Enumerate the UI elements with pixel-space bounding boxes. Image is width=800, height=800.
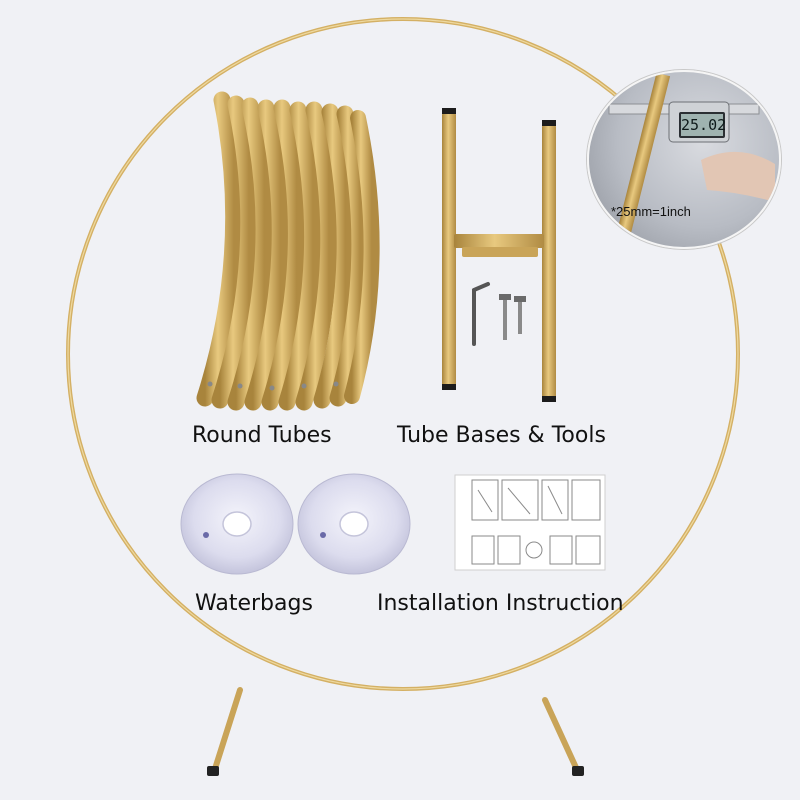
measurement-note: *25mm=1inch — [611, 204, 691, 219]
arch-leg-left — [211, 687, 243, 775]
waterbag — [180, 473, 294, 575]
base-post-left — [442, 112, 456, 388]
tube-screws — [207, 381, 339, 391]
tools — [472, 282, 526, 346]
arch-foot-left — [207, 766, 219, 776]
round-tube — [261, 99, 305, 411]
caliper-illustration — [608, 72, 775, 247]
round-tube — [313, 103, 354, 409]
round-tube — [278, 101, 322, 411]
measured-tube — [614, 72, 671, 247]
round-tube — [211, 95, 258, 409]
base-post-cap-right — [542, 120, 556, 126]
allen-key — [472, 282, 490, 346]
round-tube — [244, 99, 289, 411]
base-crossbar — [454, 234, 544, 248]
round-tube — [227, 97, 273, 411]
base-crossbar-lower — [462, 247, 538, 257]
base-post-cap-left — [442, 108, 456, 114]
round-tube — [196, 91, 243, 407]
arch-frame — [66, 17, 740, 776]
round-tube — [344, 110, 380, 404]
waterbags — [180, 473, 411, 575]
base-post-foot-right — [542, 396, 556, 402]
round-tube — [329, 105, 369, 407]
arch-leg-right — [542, 697, 581, 775]
waterbag — [297, 473, 411, 575]
base-post-foot-left — [442, 384, 456, 390]
round-tube — [295, 101, 338, 411]
round-tubes-bundle — [196, 91, 380, 411]
caliper-readout: 25.02 — [679, 112, 726, 138]
label-installation-instruction: Installation Instruction — [377, 591, 624, 616]
arch-ring-highlight — [67, 18, 739, 690]
tube-bases — [442, 108, 556, 402]
measurement-inset: 25.02 *25mm=1inch — [587, 70, 781, 249]
arch-foot-right — [572, 766, 584, 776]
installation-sheet — [454, 474, 606, 571]
label-tube-bases-tools: Tube Bases & Tools — [397, 423, 606, 448]
label-waterbags: Waterbags — [195, 591, 313, 616]
hand — [701, 151, 775, 202]
base-post-right — [542, 124, 556, 400]
label-round-tubes: Round Tubes — [192, 423, 332, 448]
